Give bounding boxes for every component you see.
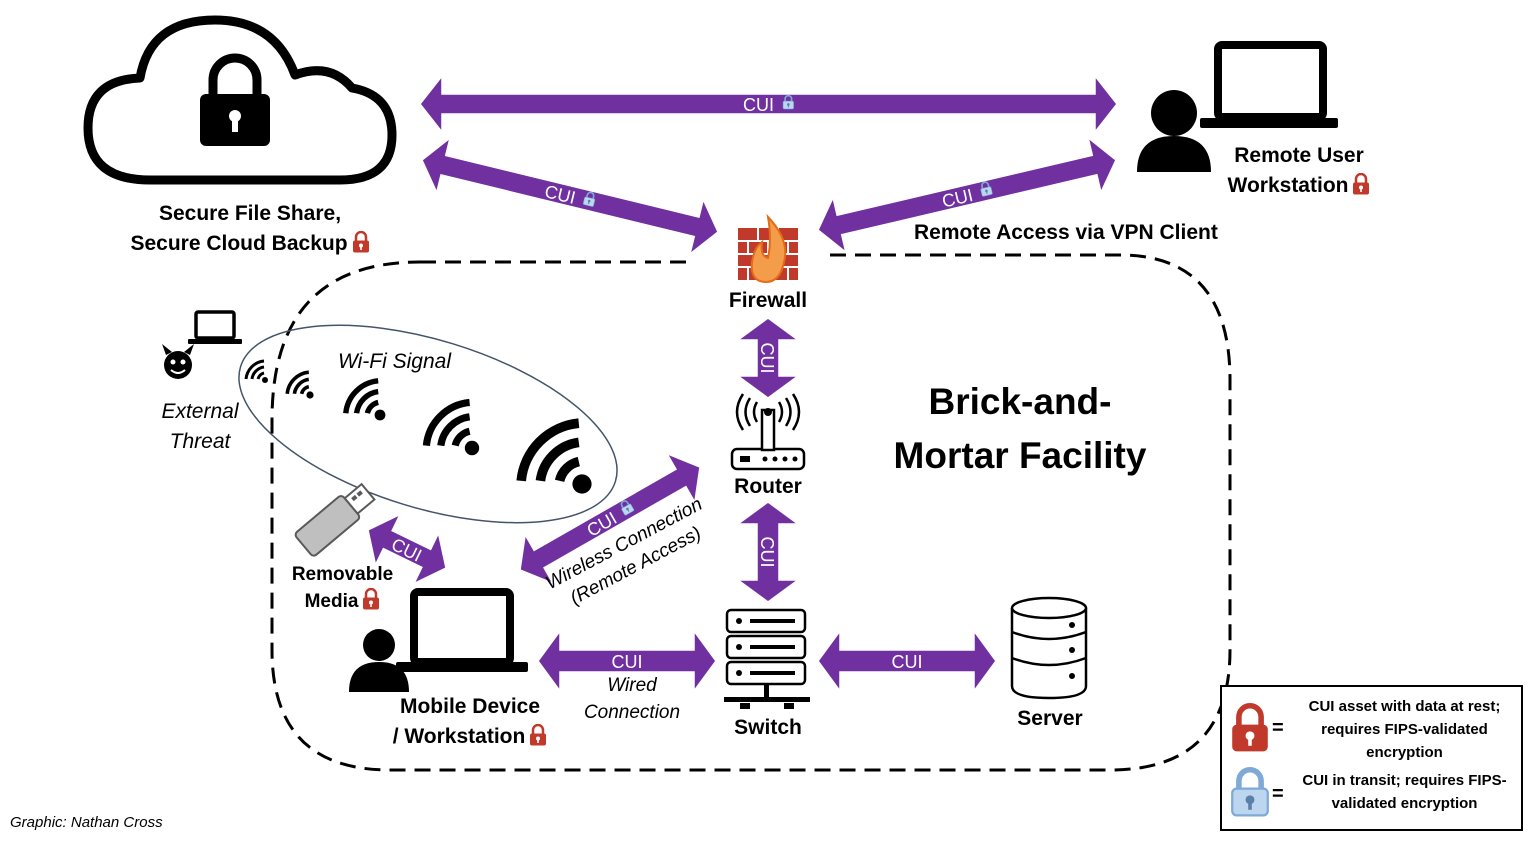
- arrow-shape: [367, 512, 447, 586]
- firewall-icon: [738, 213, 798, 284]
- wifi-signal-label: Wi-Fi Signal: [338, 350, 451, 373]
- legend-equals: =: [1272, 717, 1284, 739]
- arrow-shape: [735, 317, 801, 399]
- remote-access-label: Remote Access via VPN Client: [914, 221, 1218, 244]
- remote-user-icon: [1137, 41, 1338, 172]
- cloud-lock-icon: [83, 15, 397, 185]
- credit-label: Graphic: Nathan Cross: [10, 814, 163, 831]
- devil-icon: [162, 344, 194, 379]
- lock-icon: [351, 231, 370, 253]
- arrow-shape: [421, 136, 719, 256]
- arrow-switch-to-server: CUI: [817, 628, 997, 694]
- arrow-label: CUI: [757, 537, 777, 568]
- lock-icon: [529, 724, 548, 746]
- legend-equals: =: [1272, 783, 1284, 805]
- router-label: Router: [734, 475, 802, 498]
- threat-laptop-icon: [188, 310, 242, 344]
- arrow-label: CUI: [940, 185, 975, 212]
- removable-media-label: Removable Media: [291, 564, 394, 612]
- legend-at-rest: CUI asset with data at rest; requires FI…: [1308, 698, 1501, 761]
- wifi-signal-area: [238, 324, 618, 524]
- arrow-router-to-switch: CUI: [735, 501, 801, 603]
- server-icon: [1010, 596, 1088, 700]
- remote-user-label: Remote User Workstation: [1210, 141, 1388, 201]
- facility-label: Brick-and- Mortar Facility: [893, 381, 1147, 476]
- external-threat-label: External Threat: [161, 400, 239, 453]
- arrow-shape: [519, 452, 701, 585]
- lock-icon: [1352, 173, 1371, 195]
- arrow-label: CUI: [543, 181, 578, 208]
- arrow-label: CUI: [743, 95, 774, 115]
- facility-boundary: [270, 253, 1232, 772]
- arrow-shape: [537, 628, 717, 694]
- arrow-shape: [817, 628, 997, 694]
- arrow-cloud-to-remote: CUI: [419, 73, 1118, 135]
- lock-icon: [1230, 767, 1270, 817]
- arrow-shape: [419, 73, 1118, 135]
- arrow-label: CUI: [757, 343, 777, 374]
- firewall-label: Firewall: [728, 289, 808, 312]
- lock-icon: [362, 588, 381, 610]
- legend: = CUI asset with data at rest; requires …: [1220, 685, 1523, 831]
- arrow-shape: [817, 135, 1117, 255]
- wired-connection-label: Wired Connection: [583, 675, 681, 723]
- mobile-device-label: Mobile Device / Workstation: [370, 692, 570, 752]
- legend-in-transit: CUI in transit; requires FIPS- validated…: [1302, 772, 1507, 812]
- usb-drive-icon: [294, 482, 376, 557]
- mobile-device-icon: [349, 588, 528, 692]
- lock-icon: [1230, 703, 1270, 753]
- arrow-cloud-to-firewall: CUI: [421, 136, 719, 256]
- server-label: Server: [1017, 707, 1083, 730]
- router-icon: [730, 393, 806, 471]
- switch-icon: [724, 608, 810, 709]
- arrow-label: CUI: [892, 652, 923, 672]
- cloud-label: Secure File Share, Secure Cloud Backup: [115, 199, 385, 259]
- arrow-mobile-to-switch: CUI: [537, 628, 717, 694]
- arrow-firewall-to-router: CUI: [735, 317, 801, 399]
- switch-label: Switch: [734, 716, 802, 739]
- arrow-shape: [735, 501, 801, 603]
- arrow-label: CUI: [612, 652, 643, 672]
